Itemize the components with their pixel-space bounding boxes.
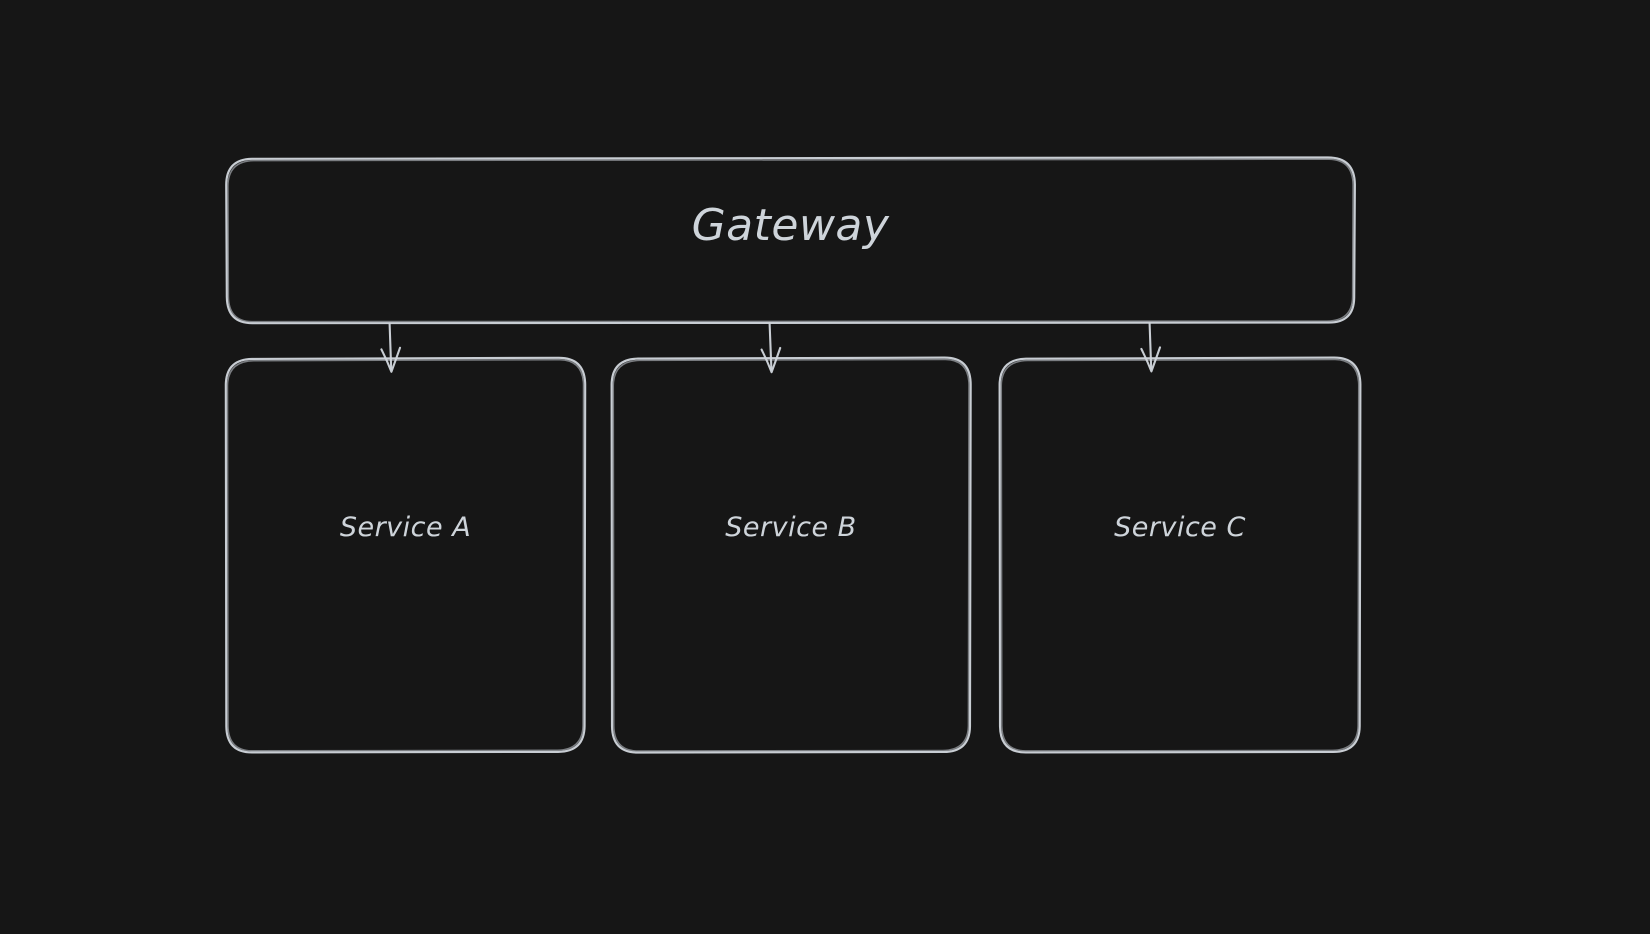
node-gateway-outline — [225, 156, 1356, 325]
node-service-c-label: Service C — [1114, 512, 1246, 543]
node-service-a-outline — [224, 356, 587, 754]
edge-gateway-service-b[interactable] — [760, 322, 782, 374]
node-gateway-outline-pass2 — [227, 158, 1354, 323]
node-service-a[interactable] — [224, 356, 587, 754]
edge-gateway-service-a[interactable] — [380, 322, 402, 373]
node-service-c[interactable] — [998, 356, 1362, 754]
edge-gateway-service-b-arrowhead — [760, 346, 782, 374]
node-gateway-label: Gateway — [691, 200, 890, 251]
node-service-b-label: Service B — [725, 512, 857, 543]
node-service-b-outline — [610, 356, 972, 754]
edge-gateway-service-c-line — [1148, 322, 1153, 370]
node-service-c-outline — [998, 356, 1362, 754]
edge-gateway-service-a-arrowhead — [380, 346, 402, 373]
edge-gateway-service-b-line — [768, 322, 773, 371]
node-service-a-outline-pass2 — [226, 358, 585, 752]
node-service-b-outline-pass2 — [612, 358, 970, 752]
node-service-b[interactable] — [610, 356, 972, 754]
node-service-c-outline-pass2 — [1000, 358, 1360, 752]
node-gateway[interactable] — [225, 156, 1356, 325]
edge-gateway-service-c[interactable] — [1140, 322, 1162, 373]
edge-gateway-service-c-arrowhead — [1140, 346, 1162, 373]
edge-gateway-service-a-line — [388, 322, 393, 371]
node-service-a-label: Service A — [339, 512, 472, 543]
